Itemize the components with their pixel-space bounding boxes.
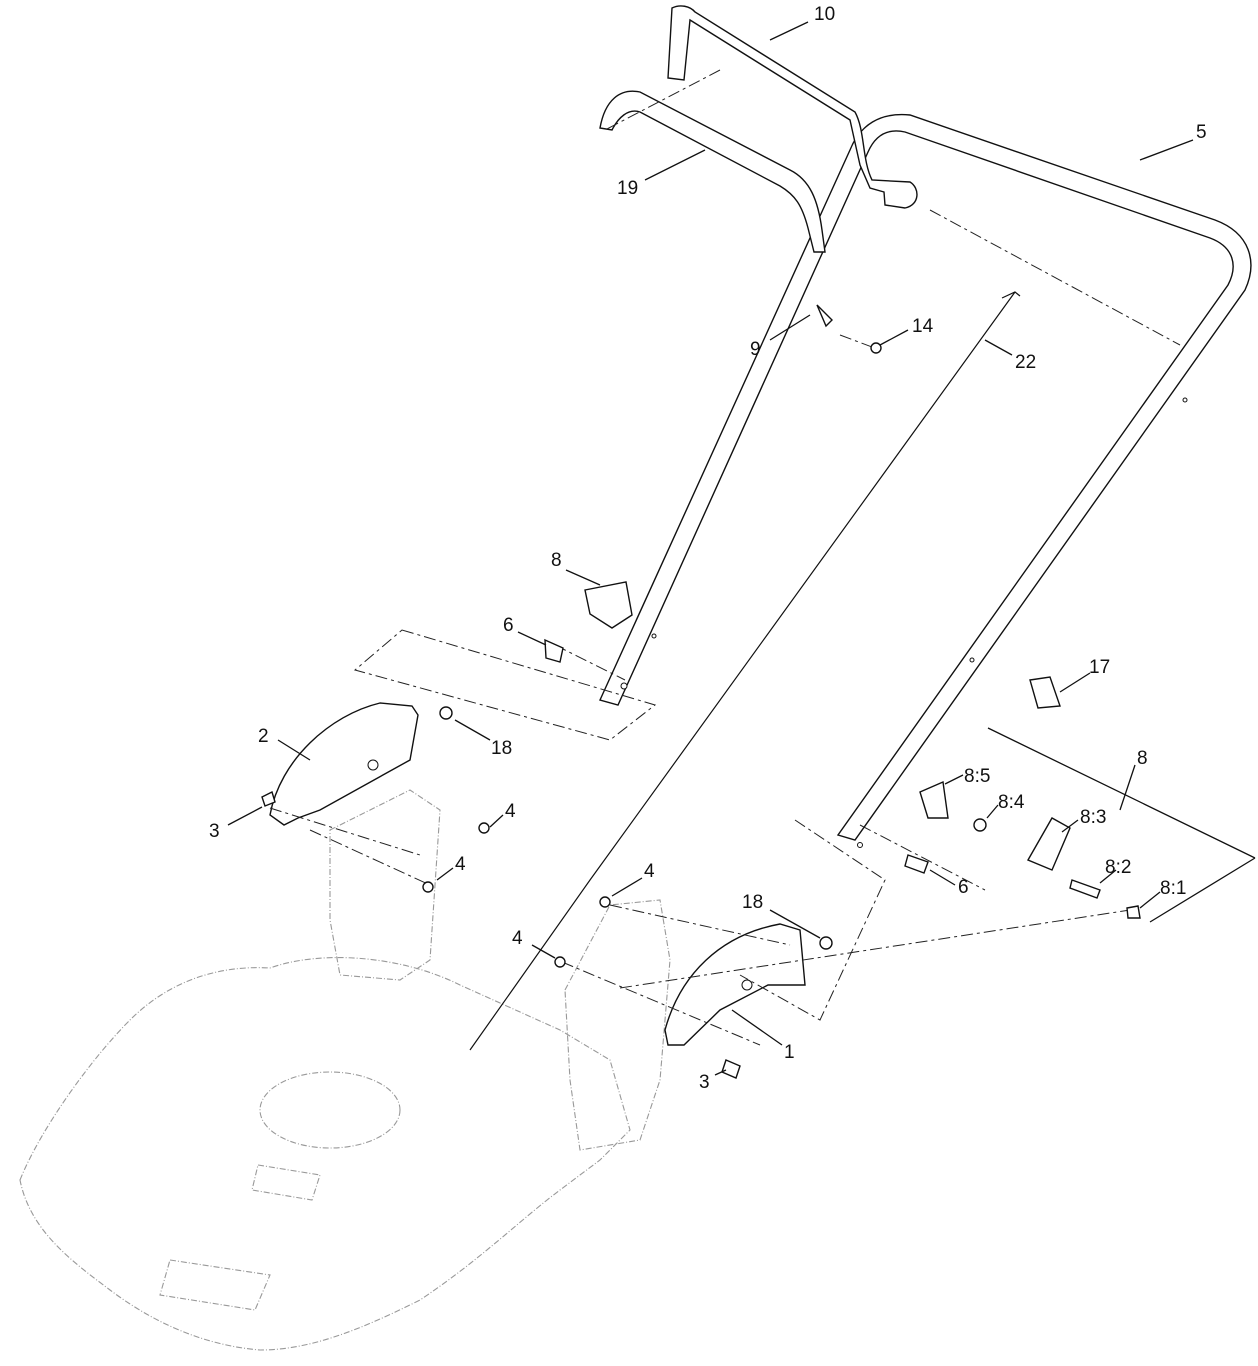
construction-lines <box>269 69 1181 1046</box>
callout-6: 6 <box>503 615 514 636</box>
callout-8-1: 8:1 <box>1160 878 1186 899</box>
callout-2: 2 <box>258 726 269 747</box>
bolt-part-8-2 <box>1069 879 1101 899</box>
callout-14: 14 <box>912 316 934 337</box>
nut-part-4 <box>599 896 611 908</box>
nut-part-14 <box>870 342 882 354</box>
lever-part-8-3 <box>1026 817 1071 871</box>
nut-part-4 <box>422 881 434 893</box>
callout-18: 18 <box>742 892 763 913</box>
clip-part-17 <box>1029 676 1061 709</box>
callout-1: 1 <box>784 1042 795 1063</box>
bolt-part-6 <box>904 854 929 874</box>
knob-part-8 <box>584 581 633 629</box>
hardware-items <box>261 304 1141 1079</box>
callout-4: 4 <box>455 854 466 875</box>
bolt-part-3 <box>261 791 276 807</box>
bolt-part-6 <box>544 638 564 663</box>
callout-9: 9 <box>750 339 761 360</box>
callout-4: 4 <box>644 861 655 882</box>
callout-6: 6 <box>958 877 969 898</box>
callout-8: 8 <box>551 550 562 571</box>
callout-10: 10 <box>814 4 835 25</box>
callout-8-2: 8:2 <box>1105 857 1131 878</box>
callout-18: 18 <box>491 738 512 759</box>
callout-4: 4 <box>512 928 523 949</box>
bolt-part-3 <box>721 1059 741 1079</box>
nut-part-4 <box>554 956 566 968</box>
cap-part-8-1 <box>1126 905 1141 919</box>
mower-deck <box>19 789 671 1351</box>
handle-assembly <box>599 113 1252 848</box>
callout-19: 19 <box>617 178 638 199</box>
callout-8-4: 8:4 <box>998 792 1025 813</box>
washer-part-8-4 <box>973 818 987 832</box>
bracket-part-2 <box>269 702 419 826</box>
bail-part <box>667 5 918 209</box>
bushing-part-18 <box>819 936 833 950</box>
bar-part <box>599 90 826 253</box>
callout-5: 5 <box>1196 122 1207 143</box>
callout-4: 4 <box>505 801 516 822</box>
group-bracket-8 <box>987 727 1256 923</box>
cable-part <box>469 291 1021 1051</box>
callout-22: 22 <box>1015 352 1036 373</box>
callout-3: 3 <box>699 1072 710 1093</box>
callout-8-3: 8:3 <box>1080 807 1106 828</box>
pin-part-9 <box>816 304 833 328</box>
leader-lines <box>227 21 1194 1076</box>
knob-part-8-5 <box>919 780 949 819</box>
bracket-part-1 <box>664 923 806 1046</box>
callout-3: 3 <box>209 821 220 842</box>
bushing-part-18 <box>439 706 453 720</box>
callout-labels: 10 5 19 9 14 22 8 6 2 18 3 4 4 17 8 8:5 … <box>209 4 1207 1093</box>
callout-8-5: 8:5 <box>964 766 990 787</box>
callout-8-group: 8 <box>1137 748 1148 769</box>
callout-17: 17 <box>1089 657 1110 678</box>
nut-part-4 <box>478 822 490 834</box>
